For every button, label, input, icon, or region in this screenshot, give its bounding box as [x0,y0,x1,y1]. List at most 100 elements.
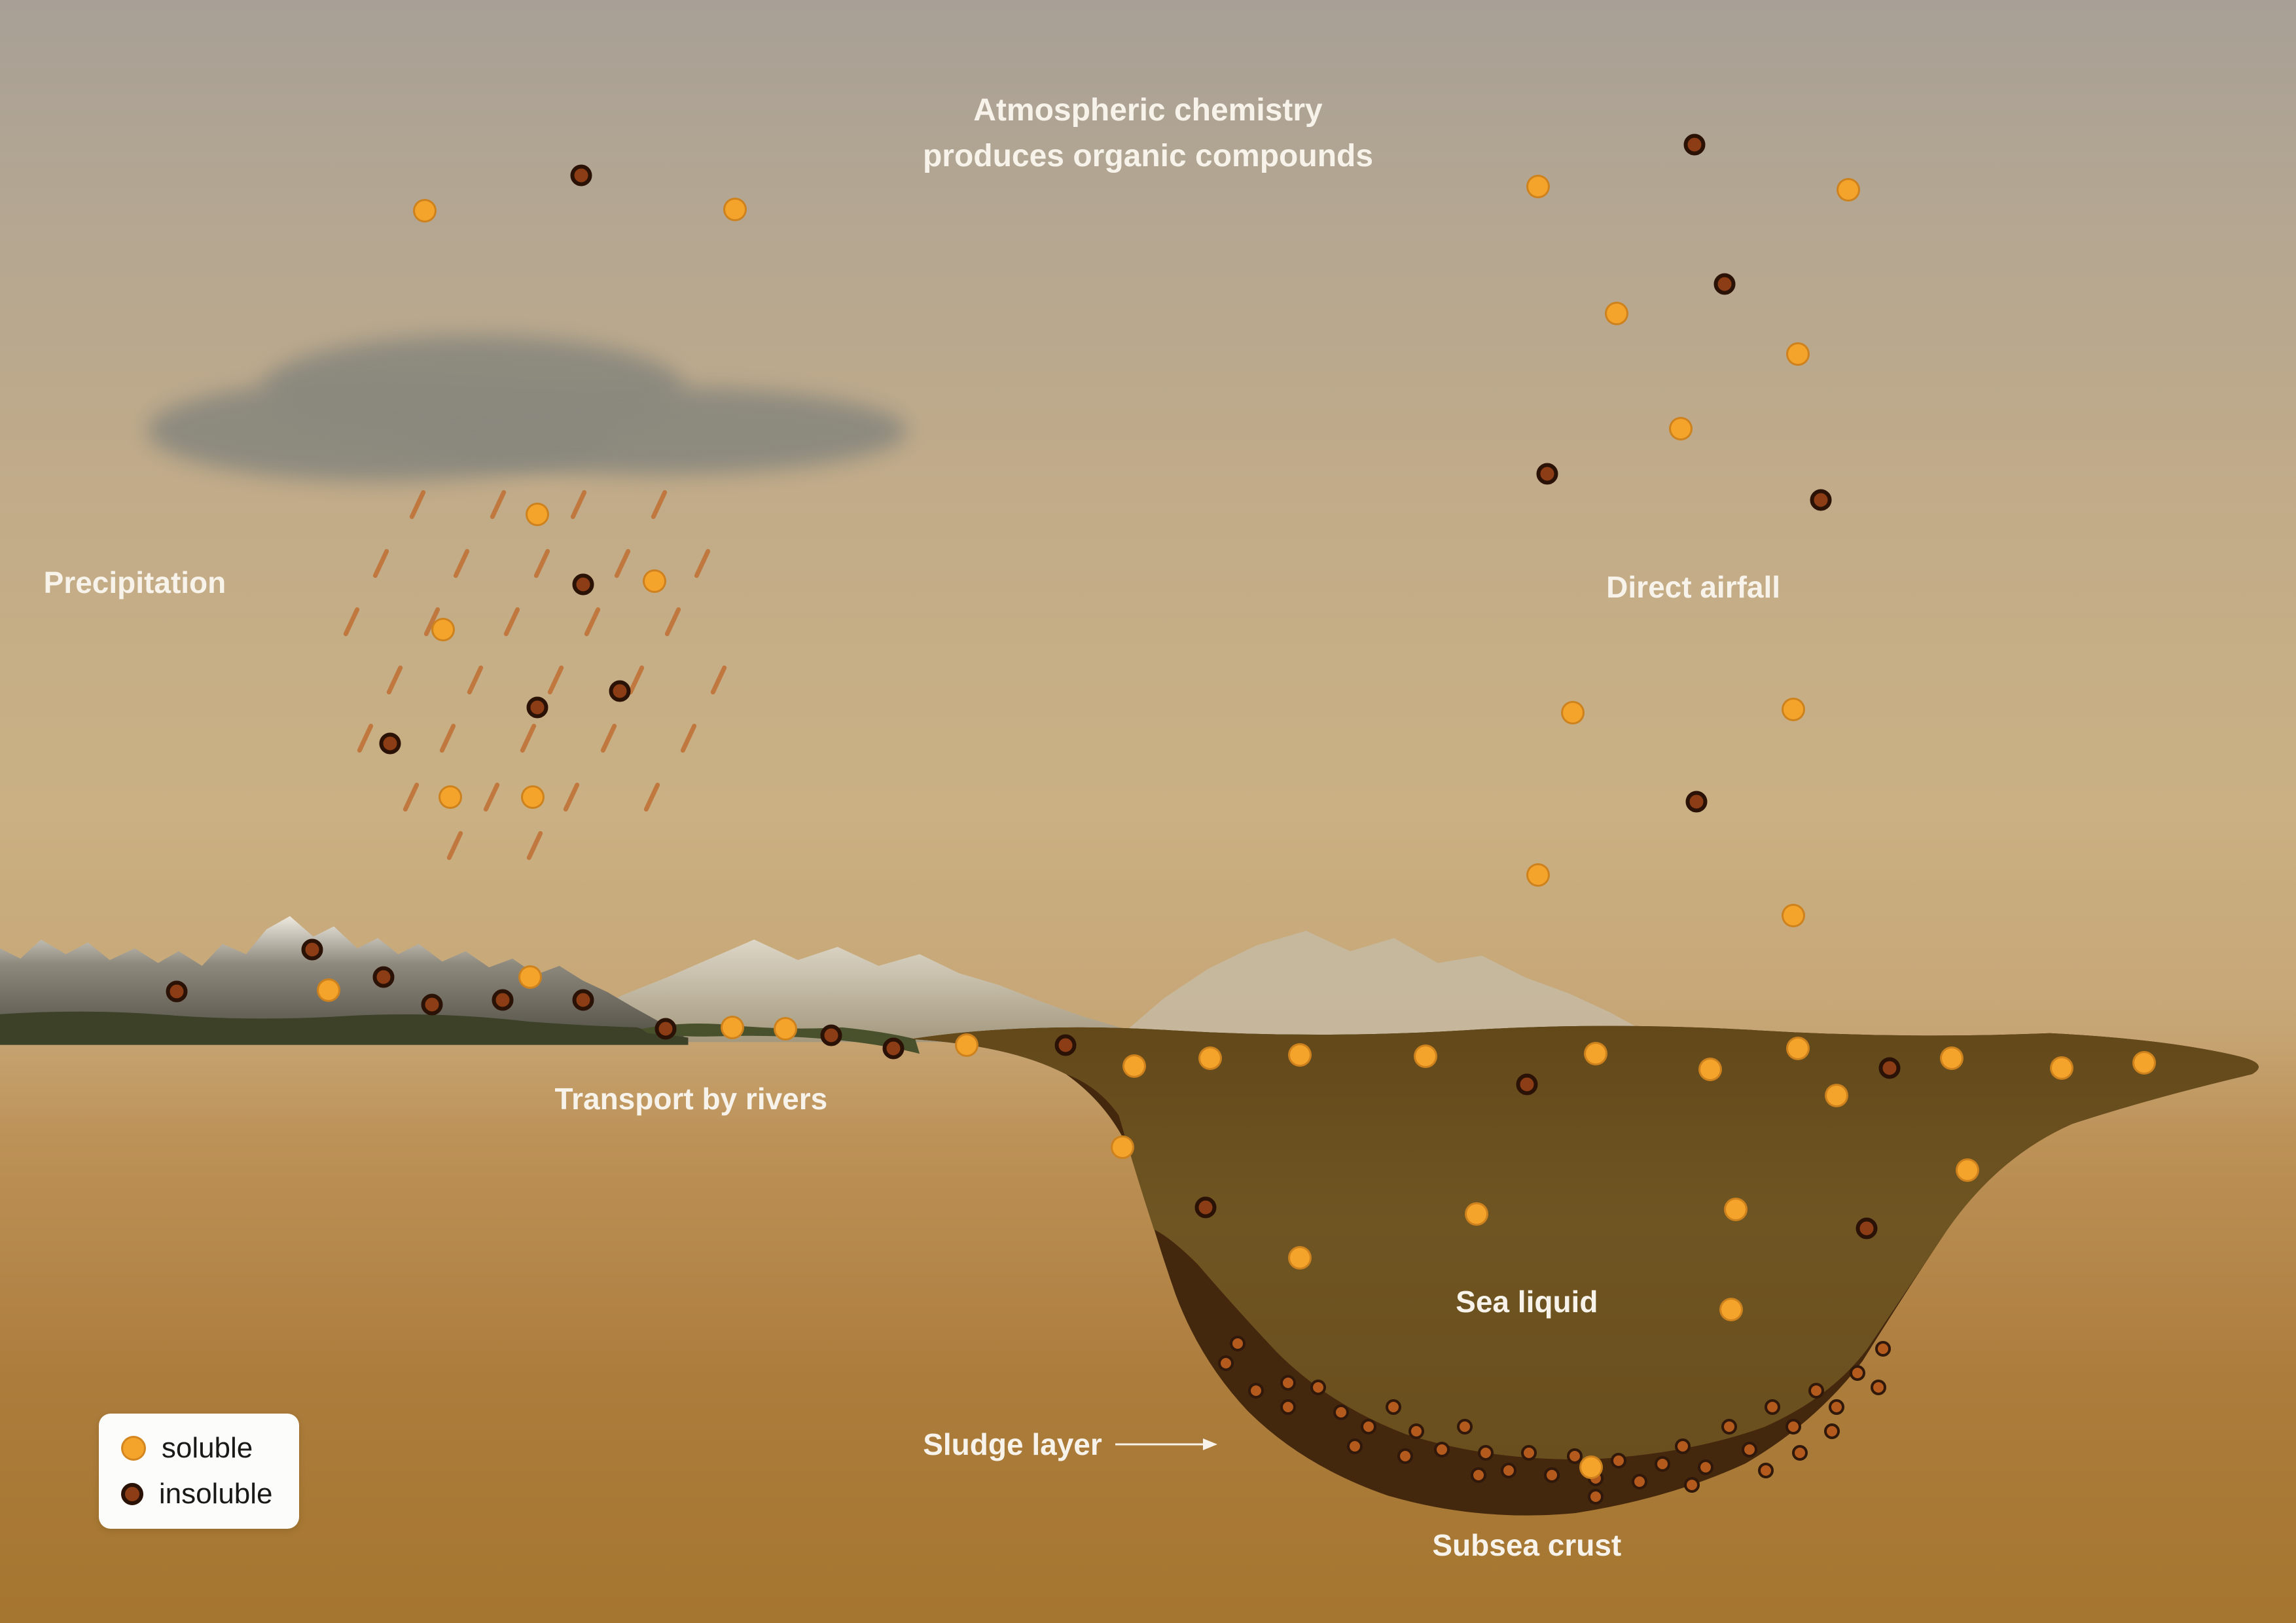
label-direct-airfall: Direct airfall [1606,570,1781,605]
insoluble-particle [166,980,188,1003]
soluble-particle [1939,1046,1964,1070]
sludge-particle [1742,1441,1758,1457]
soluble-particle [773,1017,797,1041]
insoluble-particle [301,938,323,961]
legend-item-insoluble: insoluble [120,1478,273,1510]
sludge-particle [1477,1444,1494,1461]
sludge-particle [1229,1336,1246,1352]
soluble-particle [1198,1046,1222,1070]
soluble-particle [1698,1058,1723,1082]
sludge-particle [1360,1418,1376,1435]
sludge-particle [1654,1455,1670,1472]
soluble-particle [431,618,456,642]
soluble-dot-icon [120,1436,146,1461]
soluble-particle [1724,1197,1748,1221]
sludge-particle [1280,1374,1296,1391]
sludge-particle [1870,1380,1886,1396]
title-line-1: Atmospheric chemistry [973,92,1323,128]
sludge-arrow-icon [1115,1438,1217,1450]
soluble-particle [1526,175,1551,199]
sludge-particle [1824,1423,1840,1440]
label-sludge-layer: Sludge layer [923,1427,1102,1461]
sludge-particle [1457,1418,1473,1435]
insoluble-particle [1878,1057,1901,1079]
sludge-particle [1675,1438,1691,1454]
insoluble-particle [526,696,548,719]
soluble-particle [642,569,666,593]
insoluble-particle [1713,273,1735,295]
soluble-particle [1579,1455,1604,1479]
sludge-particle [1588,1488,1604,1505]
sludge-particle [1333,1404,1349,1420]
soluble-particle [1560,700,1585,724]
insoluble-particle [572,989,594,1011]
foothill-strip [0,1011,689,1045]
sludge-particle [1765,1399,1781,1416]
title-line-2: produces organic compounds [922,138,1374,173]
soluble-particle [1668,416,1693,440]
soluble-particle [1464,1202,1488,1226]
mountain-range-far [1113,931,1652,1043]
sludge-particle [1471,1467,1487,1484]
insoluble-particle [1810,489,1832,511]
soluble-particle [438,785,462,809]
soluble-particle [1111,1135,1135,1160]
insoluble-particle [609,680,631,702]
sludge-particle [1698,1459,1714,1475]
soluble-particle [1785,342,1810,366]
soluble-particle [1604,301,1628,325]
soluble-particle [2132,1051,2157,1075]
insoluble-particle [421,993,442,1016]
soluble-particle [1287,1246,1312,1270]
sludge-particle [1785,1418,1801,1435]
soluble-particle [954,1033,978,1058]
insoluble-particle [372,966,395,988]
insoluble-particle [1536,463,1558,485]
diagram-title: Atmospheric chemistry produces organic c… [574,88,1722,179]
insoluble-particle [572,573,594,596]
legend-label-insoluble: insoluble [158,1478,273,1510]
sludge-particle [1346,1438,1363,1454]
soluble-particle [1719,1298,1744,1322]
sludge-particle [1247,1383,1264,1399]
sludge-particle [1386,1399,1402,1416]
sludge-particle [1808,1383,1824,1399]
sludge-particle [1757,1462,1774,1478]
soluble-particle [723,197,747,221]
soluble-particle [1414,1044,1438,1069]
label-subsea-crust: Subsea crust [1432,1527,1622,1562]
soluble-particle [412,199,437,223]
sludge-layer-annotation: Sludge layer [923,1427,1219,1462]
soluble-particle [1526,863,1551,887]
insoluble-particle [492,989,514,1011]
soluble-particle [1785,1037,1810,1061]
insoluble-dot-icon [120,1483,143,1506]
soluble-particle [1956,1158,1980,1183]
soluble-particle [520,785,545,809]
legend-label-soluble: soluble [161,1432,253,1465]
soluble-particle [1287,1043,1312,1067]
sludge-particle [1611,1453,1627,1469]
sea-liquid-shape [910,1026,2259,1459]
sludge-particle [1408,1423,1425,1440]
insoluble-particle [379,732,401,755]
sludge-particle [1280,1399,1296,1416]
insoluble-particle [655,1018,677,1040]
sludge-particle [1397,1448,1413,1464]
sludge-particle [1434,1441,1450,1457]
legend: soluble insoluble [98,1414,299,1529]
soluble-particle [1836,178,1860,202]
label-transport-by-rivers: Transport by rivers [554,1081,828,1116]
sludge-particle [1829,1399,1845,1416]
mountain-range-front [0,916,689,1043]
soluble-particle [1122,1054,1146,1079]
sludge-particle [1500,1462,1516,1478]
insoluble-particle [1683,134,1706,156]
soluble-particle [721,1015,745,1039]
label-sea-liquid: Sea liquid [1456,1284,1598,1319]
sludge-particle [1849,1365,1865,1382]
